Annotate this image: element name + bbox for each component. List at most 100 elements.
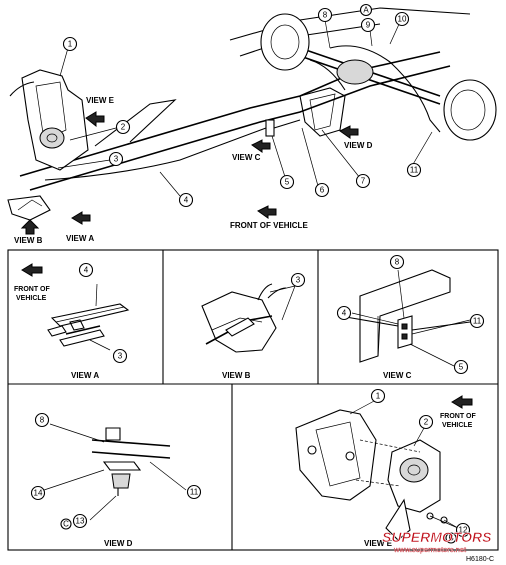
rear-cable-left: [309, 59, 346, 91]
view-e-letter-b: B: [445, 532, 457, 544]
svg-text:6: 6: [320, 186, 325, 195]
view-c-callout-8: 8: [389, 254, 405, 270]
view-e-front-line1: FRONT OF: [440, 413, 476, 420]
label-view-c: VIEW C: [232, 153, 261, 162]
svg-text:7: 7: [361, 177, 366, 186]
main-callout-6: 6: [314, 182, 330, 198]
view-d-panel: 8 14 11 13 C VIEW D: [30, 412, 202, 548]
figure-id: H6180-C: [466, 556, 494, 563]
svg-text:8: 8: [323, 11, 328, 20]
view-d-letter-c: C: [60, 518, 72, 530]
detail-panel-grid: [7, 249, 499, 551]
svg-text:3: 3: [114, 155, 119, 164]
label-view-a: VIEW A: [66, 234, 94, 243]
svg-text:4: 4: [342, 309, 347, 318]
view-d-callout-13: 13: [72, 513, 88, 529]
view-e-callout-2: 2: [418, 414, 434, 430]
front-cable: [44, 127, 267, 181]
svg-text:C: C: [63, 520, 69, 529]
svg-text:1: 1: [376, 392, 381, 401]
view-d-callout-11: 11: [186, 484, 202, 500]
main-callout-9: 9: [360, 17, 376, 33]
main-callout-1: 1: [62, 36, 78, 52]
view-d-caption: VIEW D: [104, 539, 133, 548]
view-a-front-line1: FRONT OF: [14, 286, 50, 293]
svg-text:4: 4: [84, 266, 89, 275]
pedal-bracket: [21, 69, 89, 171]
view-b-panel: 3 VIEW B: [201, 272, 306, 380]
view-a-panel: FRONT OF VEHICLE 4 3 VIEW A: [14, 262, 130, 380]
main-callout-7: 7: [355, 173, 371, 189]
view-e-arrow: [85, 111, 105, 128]
view-c-callout-4: 4: [336, 305, 352, 321]
rear-left-drum: [260, 13, 310, 71]
svg-text:B: B: [448, 534, 453, 543]
view-c-arrow: [251, 139, 271, 153]
watermark-brand: SUPERMOTORS: [382, 529, 492, 545]
view-c-callout-11: 11: [469, 313, 485, 329]
label-view-d: VIEW D: [344, 141, 373, 150]
main-callout-5: 5: [279, 174, 295, 190]
main-callout-8: 8: [317, 7, 333, 23]
view-e-front-arrow: [451, 395, 473, 409]
svg-text:5: 5: [459, 363, 464, 372]
main-callout-3: 3: [108, 151, 124, 167]
svg-text:5: 5: [285, 178, 290, 187]
view-b-arrow: [20, 219, 40, 235]
svg-text:2: 2: [121, 123, 126, 132]
view-b-caption: VIEW B: [222, 371, 251, 380]
svg-text:A: A: [363, 6, 369, 15]
svg-text:13: 13: [76, 517, 85, 526]
rear-cable-right: [329, 45, 441, 133]
view-d-arrow: [339, 125, 359, 139]
svg-text:4: 4: [184, 196, 189, 205]
equalizer: [265, 119, 275, 137]
front-of-vehicle-arrow: [257, 205, 277, 219]
main-callout-2: 2: [115, 119, 131, 135]
svg-text:8: 8: [40, 416, 45, 425]
main-assembly-view: VIEW E VIEW C VIEW D VIEW B VIEW A FRONT…: [7, 3, 497, 245]
view-a-arrow: [71, 211, 91, 225]
svg-text:10: 10: [398, 15, 407, 24]
view-e-panel: FRONT OF VEHICLE 1 2 12 B VIEW E: [295, 388, 476, 548]
svg-text:11: 11: [473, 317, 482, 326]
view-e-front-line2: VEHICLE: [442, 422, 473, 429]
watermark: SUPERMOTORS www.supermotors.net: [382, 529, 493, 554]
view-e-callout-12: 12: [455, 522, 471, 538]
view-c-callout-5: 5: [453, 359, 469, 375]
svg-text:9: 9: [366, 21, 371, 30]
differential: [336, 59, 374, 85]
view-a-callout-4: 4: [78, 262, 94, 278]
view-d-callout-8: 8: [34, 412, 50, 428]
view-a-front-line2: VEHICLE: [16, 295, 47, 302]
view-e-caption: VIEW E: [364, 539, 393, 548]
main-callout-10: 10: [394, 11, 410, 27]
label-view-b: VIEW B: [14, 236, 43, 245]
view-a-callout-3: 3: [112, 348, 128, 364]
view-d-callout-14: 14: [30, 485, 46, 501]
view-a-front-arrow: [21, 263, 43, 277]
svg-text:8: 8: [395, 258, 400, 267]
main-callout-11: 11: [406, 162, 422, 178]
main-callout-4: 4: [178, 192, 194, 208]
svg-text:3: 3: [118, 352, 123, 361]
svg-text:1: 1: [68, 40, 73, 49]
svg-text:14: 14: [34, 489, 43, 498]
label-front-of-vehicle: FRONT OF VEHICLE: [230, 221, 308, 230]
watermark-url: www.supermotors.net: [393, 545, 467, 554]
svg-text:3: 3: [296, 276, 301, 285]
svg-text:2: 2: [424, 418, 429, 427]
view-a-caption: VIEW A: [71, 371, 99, 380]
view-c-caption: VIEW C: [383, 371, 412, 380]
svg-text:12: 12: [459, 526, 468, 535]
view-b-callout-3: 3: [290, 272, 306, 288]
view-e-callout-1: 1: [370, 388, 386, 404]
svg-text:11: 11: [190, 488, 199, 497]
main-letter-a: A: [359, 3, 373, 17]
svg-text:11: 11: [410, 166, 419, 175]
view-c-panel: 8 4 11 5 VIEW C: [336, 254, 485, 380]
rear-right-drum: [443, 79, 497, 141]
label-view-e: VIEW E: [86, 96, 115, 105]
